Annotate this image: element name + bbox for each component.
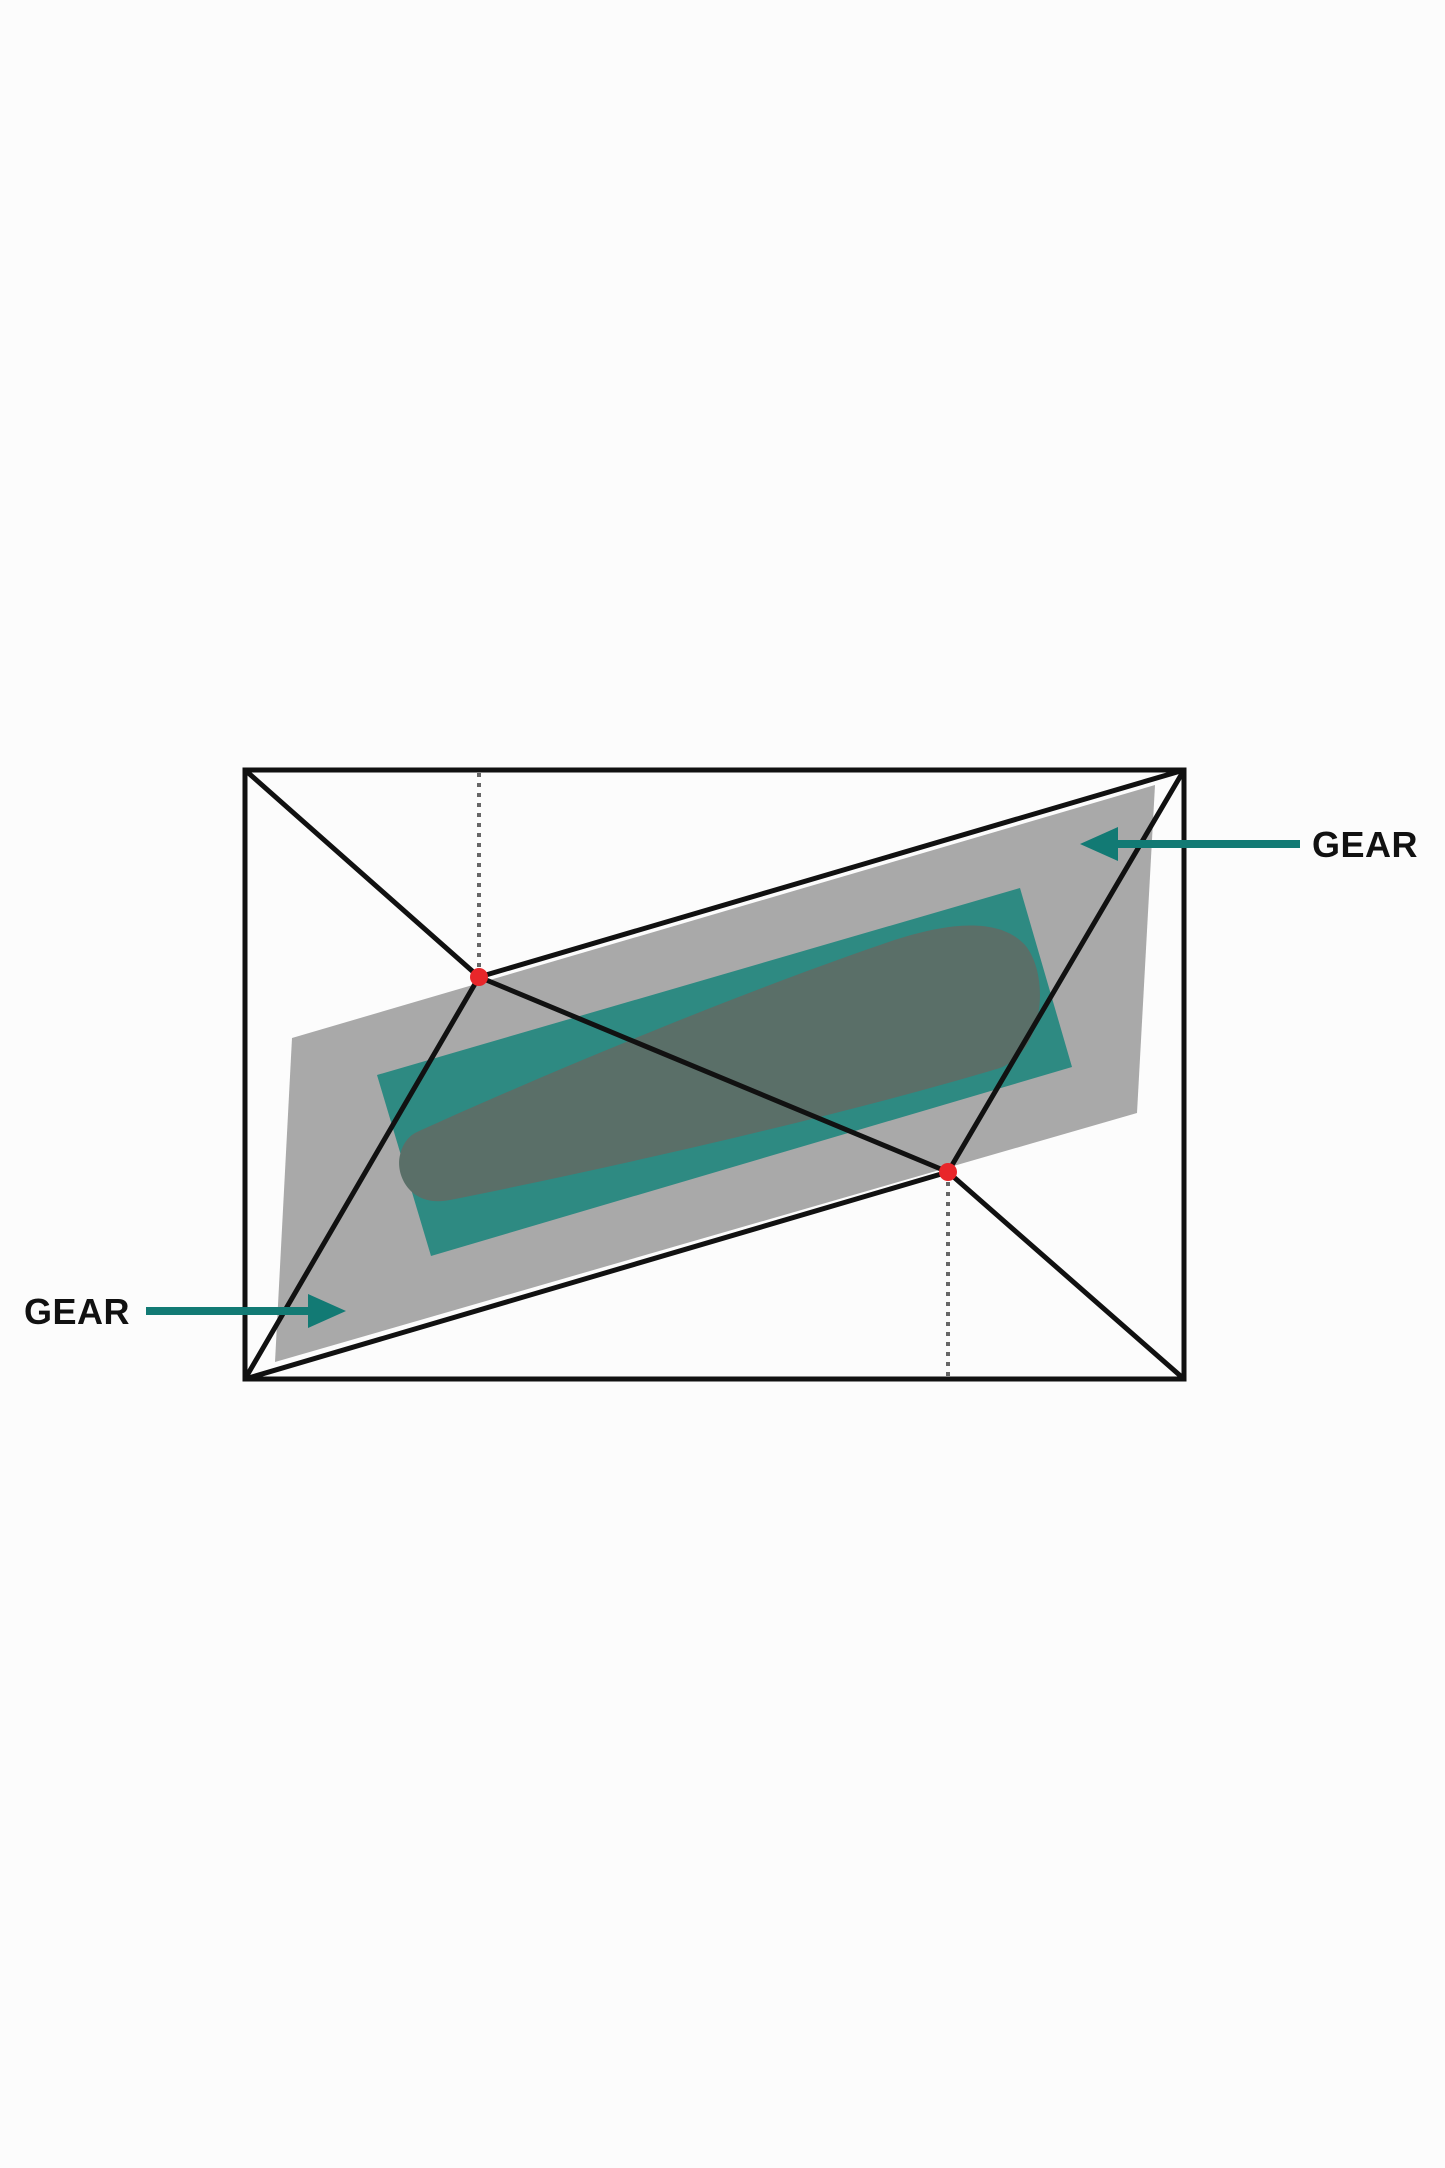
arrow-right-icon (146, 1294, 346, 1328)
dot-icon (939, 1163, 957, 1181)
gear-label-left: GEAR (24, 1291, 130, 1332)
tent-outline (242, 767, 1187, 1382)
pole-right-lower (242, 1169, 951, 1382)
diagonal-bottom-right (945, 1169, 1187, 1382)
pole-right-upper (945, 767, 1187, 1175)
ridge-line (476, 974, 951, 1175)
dot-icon (470, 968, 488, 986)
sleeping-pad (399, 925, 1040, 1202)
diagonal-top-left (242, 767, 482, 980)
pole-left-upper (476, 767, 1187, 980)
arrow-left-icon (1080, 827, 1300, 861)
gear-label-right: GEAR (1312, 824, 1418, 865)
